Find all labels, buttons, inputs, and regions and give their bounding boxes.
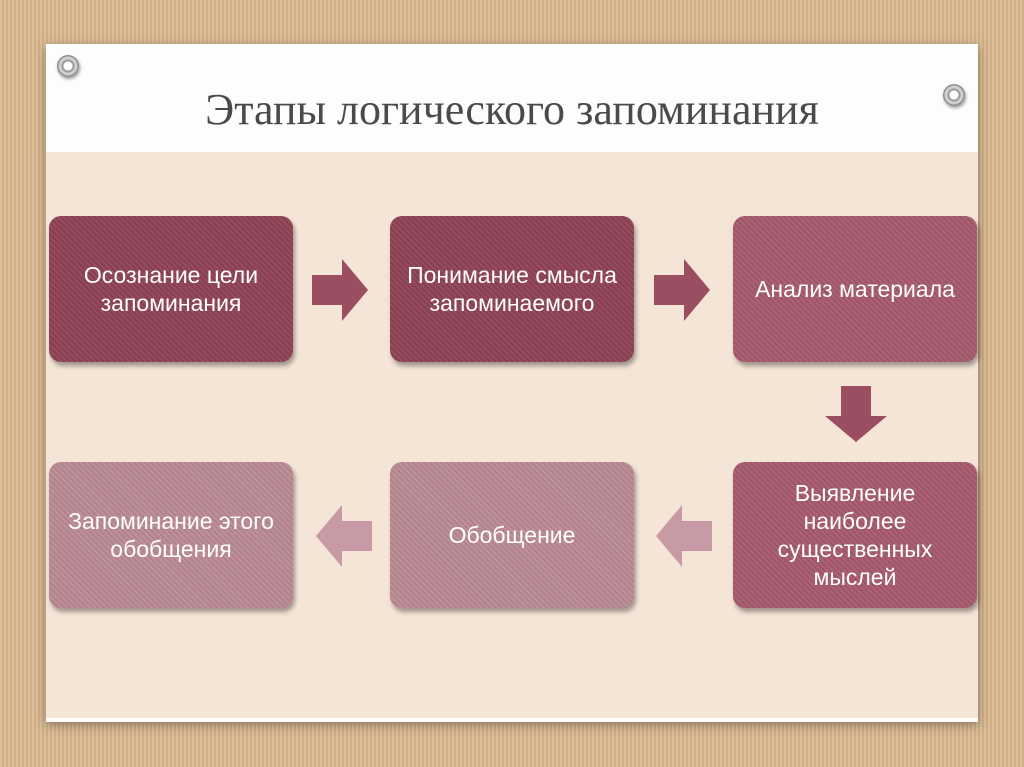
step-label-5: Обобщение (448, 522, 576, 548)
step-box-6: Запоминание этого обобщения (49, 462, 293, 608)
step-box-4: Выявление наиболее существенных мыслей (733, 462, 977, 608)
step-box-3: Анализ материала (733, 216, 977, 362)
step-label-3: Анализ материала (755, 276, 955, 302)
arrow-right-icon (312, 259, 368, 321)
step-box-1: Осознание цели запоминания (49, 216, 293, 362)
arrow-right-icon (654, 259, 710, 321)
step-label-2: Понимание смысла запоминаемого (407, 262, 617, 316)
arrow-down-icon (825, 386, 887, 442)
step-box-2: Понимание смысла запоминаемого (390, 216, 634, 362)
step-box-5: Обобщение (390, 462, 634, 608)
arrow-left-icon (656, 505, 712, 567)
pin-icon (943, 84, 965, 106)
pin-icon (57, 55, 79, 77)
slide-title: Этапы логического запоминания (205, 85, 819, 134)
slide-board: Этапы логического запоминания Осознание … (46, 44, 978, 722)
diagram-area: Осознание цели запоминания Понимание смы… (46, 152, 978, 718)
arrow-left-icon (316, 505, 372, 567)
step-label-1: Осознание цели запоминания (83, 262, 259, 316)
step-label-4: Выявление наиболее существенных мыслей (777, 480, 933, 590)
step-label-6: Запоминание этого обобщения (68, 508, 274, 562)
